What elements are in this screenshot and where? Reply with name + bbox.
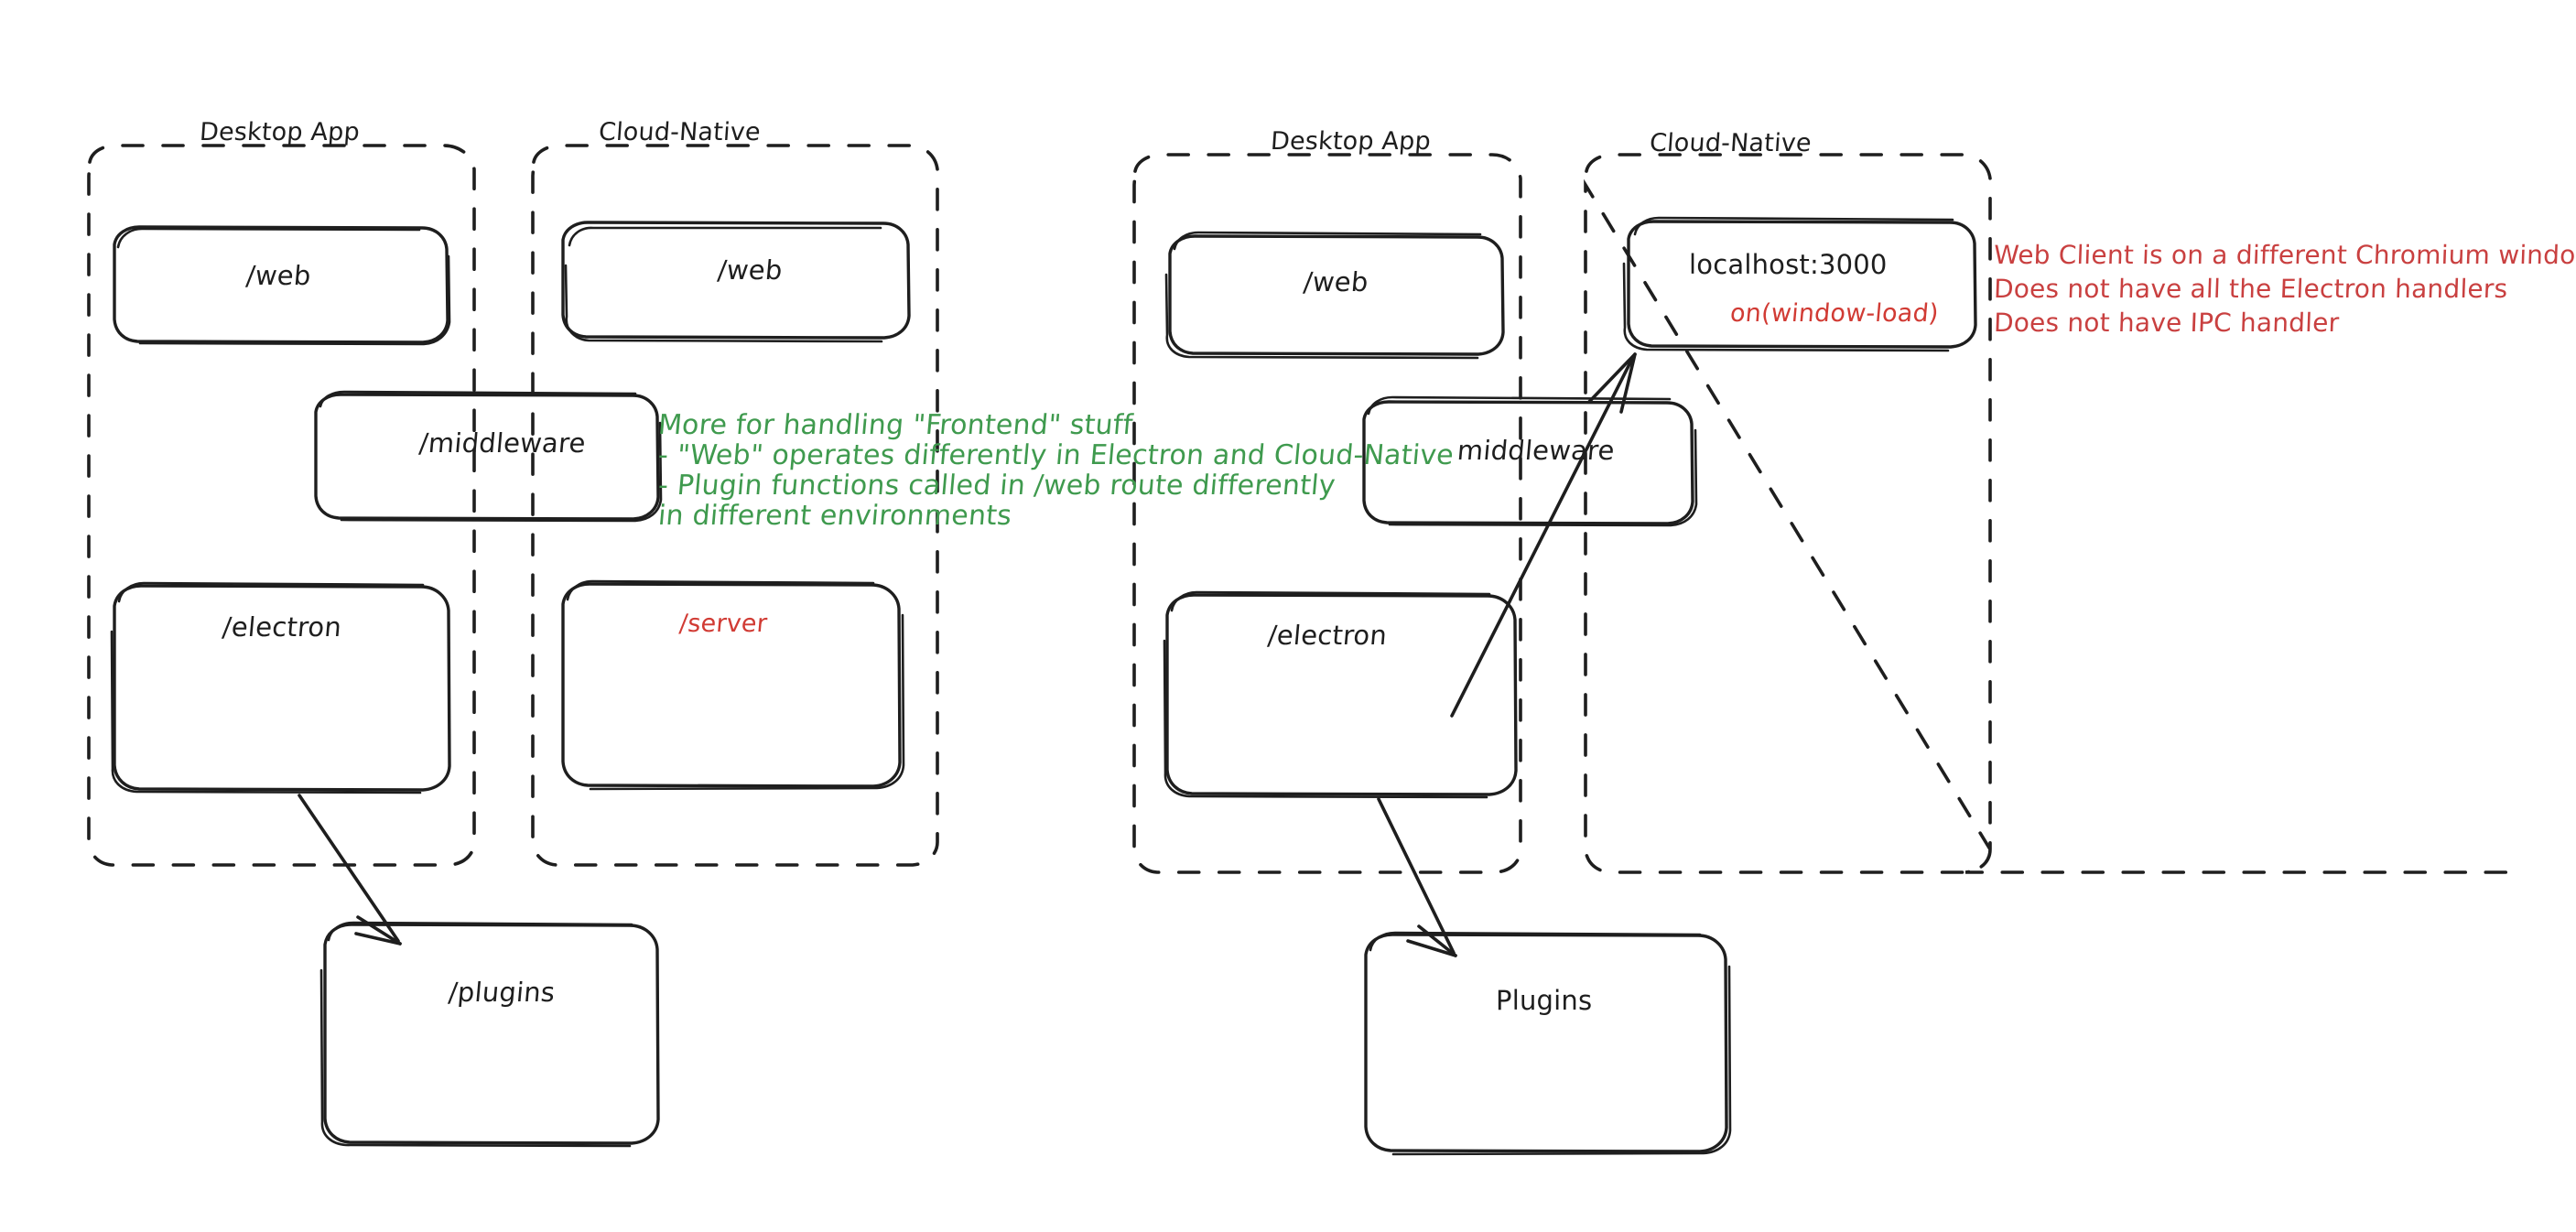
left-box-label-plugins: /plugins: [447, 977, 557, 1008]
right-box-middleware: [1362, 395, 1698, 527]
left-box-server: [561, 579, 905, 791]
right-box-label-plugins: Plugins: [1496, 985, 1593, 1016]
right-group-label-cloud-native: Cloud-Native: [1648, 129, 1813, 157]
right-cloud-native-container: [1584, 153, 2527, 874]
left-box-web-cloud: [561, 221, 911, 343]
right-box-label-electron: /electron: [1266, 620, 1389, 651]
left-arrow-electron-to-plugins: [298, 794, 402, 946]
left-box-electron: [110, 581, 451, 794]
right-arrow-electron-to-localhost: [1450, 352, 1637, 718]
right-box-label-localhost: localhost:3000: [1689, 249, 1888, 280]
right-box-sublabel-on-window-load: on(window-load): [1728, 299, 1941, 328]
left-box-label-web-desktop: /web: [244, 260, 313, 291]
right-box-web: [1164, 231, 1505, 360]
left-group-label-cloud-native: Cloud-Native: [597, 118, 762, 146]
left-box-middleware: [314, 390, 663, 523]
left-cloud-native-container: [531, 144, 939, 867]
right-box-localhost: [1622, 216, 1977, 352]
green-note-line-4: in different environments: [656, 500, 1013, 532]
left-box-label-server: /server: [677, 610, 769, 638]
left-box-plugins: [319, 921, 660, 1148]
right-box-electron: [1163, 590, 1518, 799]
red-note-line-3: Does not have IPC handler: [1993, 308, 2340, 338]
right-group-label-desktop-app: Desktop App: [1269, 127, 1433, 156]
right-box-label-web: /web: [1302, 266, 1370, 297]
right-box-label-middleware: middleware: [1456, 435, 1617, 466]
left-box-label-web-cloud: /web: [716, 254, 785, 286]
left-group-label-desktop-app: Desktop App: [198, 118, 362, 146]
right-arrow-electron-to-plugins: [1377, 797, 1457, 957]
red-note-line-2: Does not have all the Electron handlers: [1993, 274, 2508, 304]
left-box-web-desktop: [113, 225, 451, 346]
left-desktop-app-container: [87, 144, 476, 867]
left-box-label-electron: /electron: [221, 611, 343, 643]
red-note-line-1: Web Client is on a different Chromium wi…: [1993, 240, 2576, 270]
left-box-label-middleware: /middleware: [417, 427, 588, 459]
right-desktop-app-container: [1132, 153, 1522, 874]
right-box-plugins: [1364, 931, 1732, 1156]
